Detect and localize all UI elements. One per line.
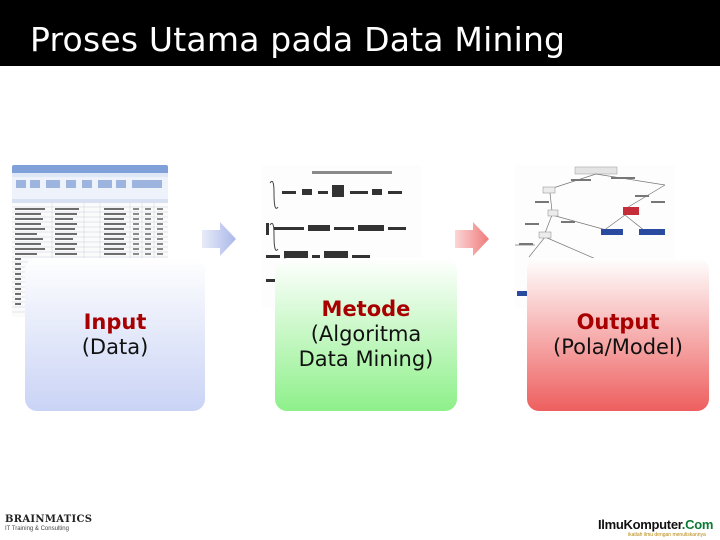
brainmatics-logo-tagline: IT Training & Consulting: [5, 526, 69, 532]
ilmukomputer-logo-name: IlmuKomputer: [598, 517, 682, 532]
brainmatics-logo: BRAINMATICS IT Training & Consulting: [5, 514, 93, 538]
slide-title: Proses Utama pada Data Mining: [30, 20, 566, 59]
ilmukomputer-logo-suffix: .Com: [681, 517, 714, 532]
output-card-heading: Output: [576, 309, 660, 334]
output-card: Output (Pola/Model): [527, 258, 709, 411]
ilmukomputer-logo-text: IlmuKomputer.Com: [598, 517, 718, 532]
formula-image: [266, 171, 406, 282]
title-bar: Proses Utama pada Data Mining: [0, 0, 720, 66]
metode-card-heading: Metode: [321, 297, 411, 321]
input-card-heading: Input: [83, 309, 147, 334]
output-card-body: (Pola/Model): [553, 334, 683, 359]
ilmukomputer-logo: IlmuKomputer.Com ikatlah ilmu dengan men…: [598, 517, 718, 539]
input-card: Input (Data): [25, 258, 205, 411]
ilmukomputer-logo-tagline: ikatlah ilmu dengan menuliskannya: [628, 532, 706, 538]
metode-card: Metode (Algoritma Data Mining): [275, 258, 457, 411]
input-card-body: (Data): [81, 334, 149, 359]
brainmatics-logo-text: BRAINMATICS: [5, 514, 93, 525]
metode-card-body: (Algoritma Data Mining): [298, 322, 434, 371]
right-arrow-icon: [455, 222, 489, 256]
right-arrow-icon: [202, 222, 236, 256]
